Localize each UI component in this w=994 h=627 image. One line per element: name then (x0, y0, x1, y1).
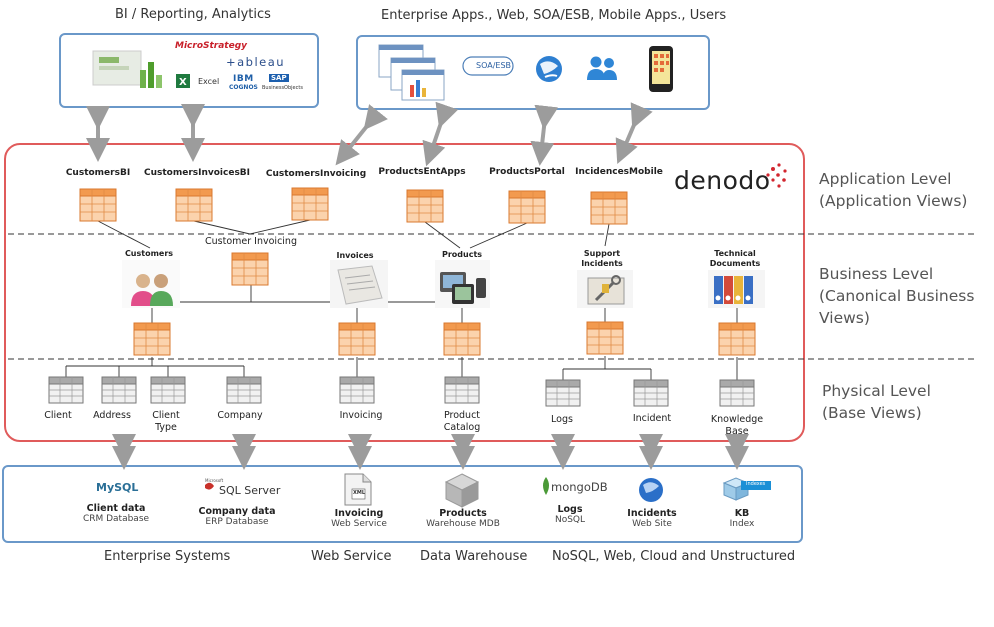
footer-enterprise-systems: Enterprise Systems (104, 549, 231, 564)
base-client-label: Client (44, 410, 72, 421)
ibm-logo: IBM (233, 74, 254, 84)
customer-invoicing-label: Customer Invoicing (205, 236, 297, 247)
cognos-logo: COGNOS (229, 84, 258, 91)
denodo-platform-box (4, 143, 805, 442)
base-incident-label: Incident (632, 413, 672, 424)
business-objects-logo: BusinessObjects (262, 85, 303, 91)
svg-text:X: X (179, 77, 187, 88)
view-incidencesmobile: IncidencesMobile (575, 167, 663, 177)
enterprise-systems-box (2, 465, 803, 543)
microstrategy-logo: MicroStrategy (175, 41, 248, 51)
view-customersbi: CustomersBI (65, 168, 131, 178)
physical-level-label: Physical Level (Base Views) (822, 382, 931, 422)
soa-esb-label: SOA/ESB (476, 61, 512, 70)
mongodb-logo: mongoDB (551, 480, 608, 494)
business-technical-documents-label: Technical Documents (709, 249, 761, 268)
enterprise-apps-header: Enterprise Apps., Web, SOA/ESB, Mobile A… (381, 8, 727, 23)
base-logs-label: Logs (551, 414, 573, 425)
base-client-type-label: Client Type (152, 410, 180, 433)
sap-logo: SAP (269, 74, 289, 82)
excel-logo: Excel (198, 77, 220, 86)
sqlserver-logo: SQL Server (219, 484, 281, 497)
microsoft-small-label: Microsoft (205, 478, 224, 483)
application-level-label: Application Level (Application Views) (819, 170, 968, 210)
footer-nosql-web-cloud: NoSQL, Web, Cloud and Unstructured (552, 549, 796, 564)
base-invoicing-label: Invoicing (339, 410, 383, 421)
footer-web-service: Web Service (311, 549, 392, 564)
business-support-incidents-label: Support Incidents (581, 249, 623, 268)
base-product-catalog-label: Product Catalog (443, 410, 481, 433)
xml-icon: XML (353, 490, 366, 496)
view-productsentapps: ProductsEntApps (378, 167, 466, 177)
mysql-logo: MySQL (96, 481, 139, 494)
tableau-logo: +ableau (226, 55, 286, 69)
business-invoices-label: Invoices (336, 251, 374, 260)
view-productsportal: ProductsPortal (489, 167, 565, 177)
bi-reporting-header: BI / Reporting, Analytics (115, 7, 271, 22)
footer-data-warehouse: Data Warehouse (420, 549, 528, 564)
base-address-label: Address (93, 410, 131, 421)
base-company-label: Company (217, 410, 263, 421)
business-customers-label: Customers (124, 249, 174, 258)
denodo-logo: denodo (674, 166, 771, 195)
indexes-label: Indexes (746, 481, 766, 487)
view-customersinvoicing: CustomersInvoicing (265, 169, 367, 179)
business-products-label: Products (441, 250, 483, 259)
base-knowledge-base-label: Knowledge Base (710, 414, 764, 437)
business-level-label: Business Level (Canonical Business Views… (819, 265, 975, 327)
view-customersinvoicesbi: CustomersInvoicesBI (143, 168, 251, 178)
